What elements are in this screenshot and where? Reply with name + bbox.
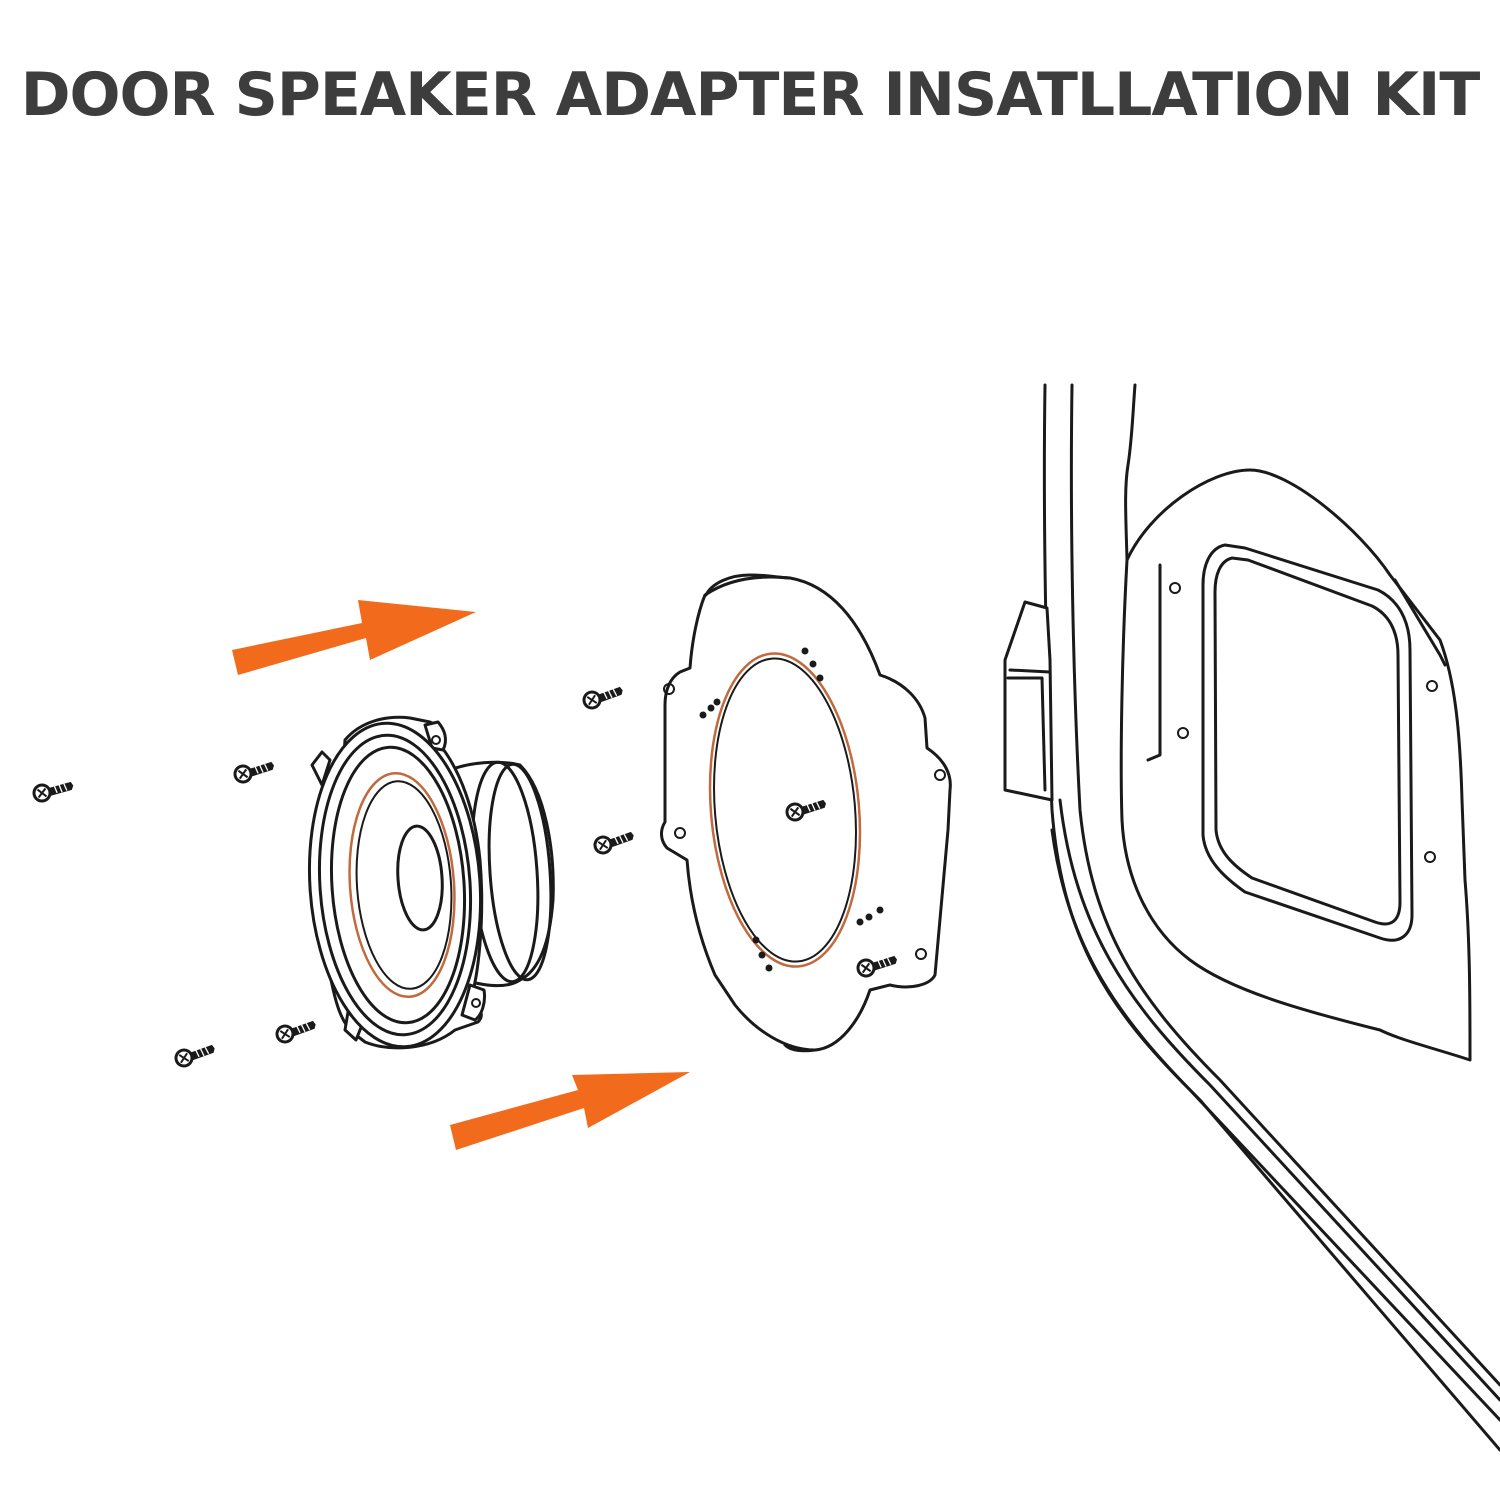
screw-4	[274, 1018, 320, 1045]
page-title: DOOR SPEAKER ADAPTER INSATLLATION KIT	[20, 60, 1481, 130]
screw-1	[31, 779, 77, 804]
screw-3	[173, 1042, 219, 1069]
screw-2	[232, 759, 278, 785]
screw-6	[592, 829, 638, 856]
door-panel	[1003, 383, 1500, 1452]
adapter-ring	[708, 652, 862, 968]
direction-arrows	[232, 600, 690, 1150]
screw-5	[581, 684, 627, 711]
speaker	[307, 715, 555, 1050]
arrow-upper	[232, 600, 476, 675]
arrow-lower	[450, 1072, 690, 1150]
